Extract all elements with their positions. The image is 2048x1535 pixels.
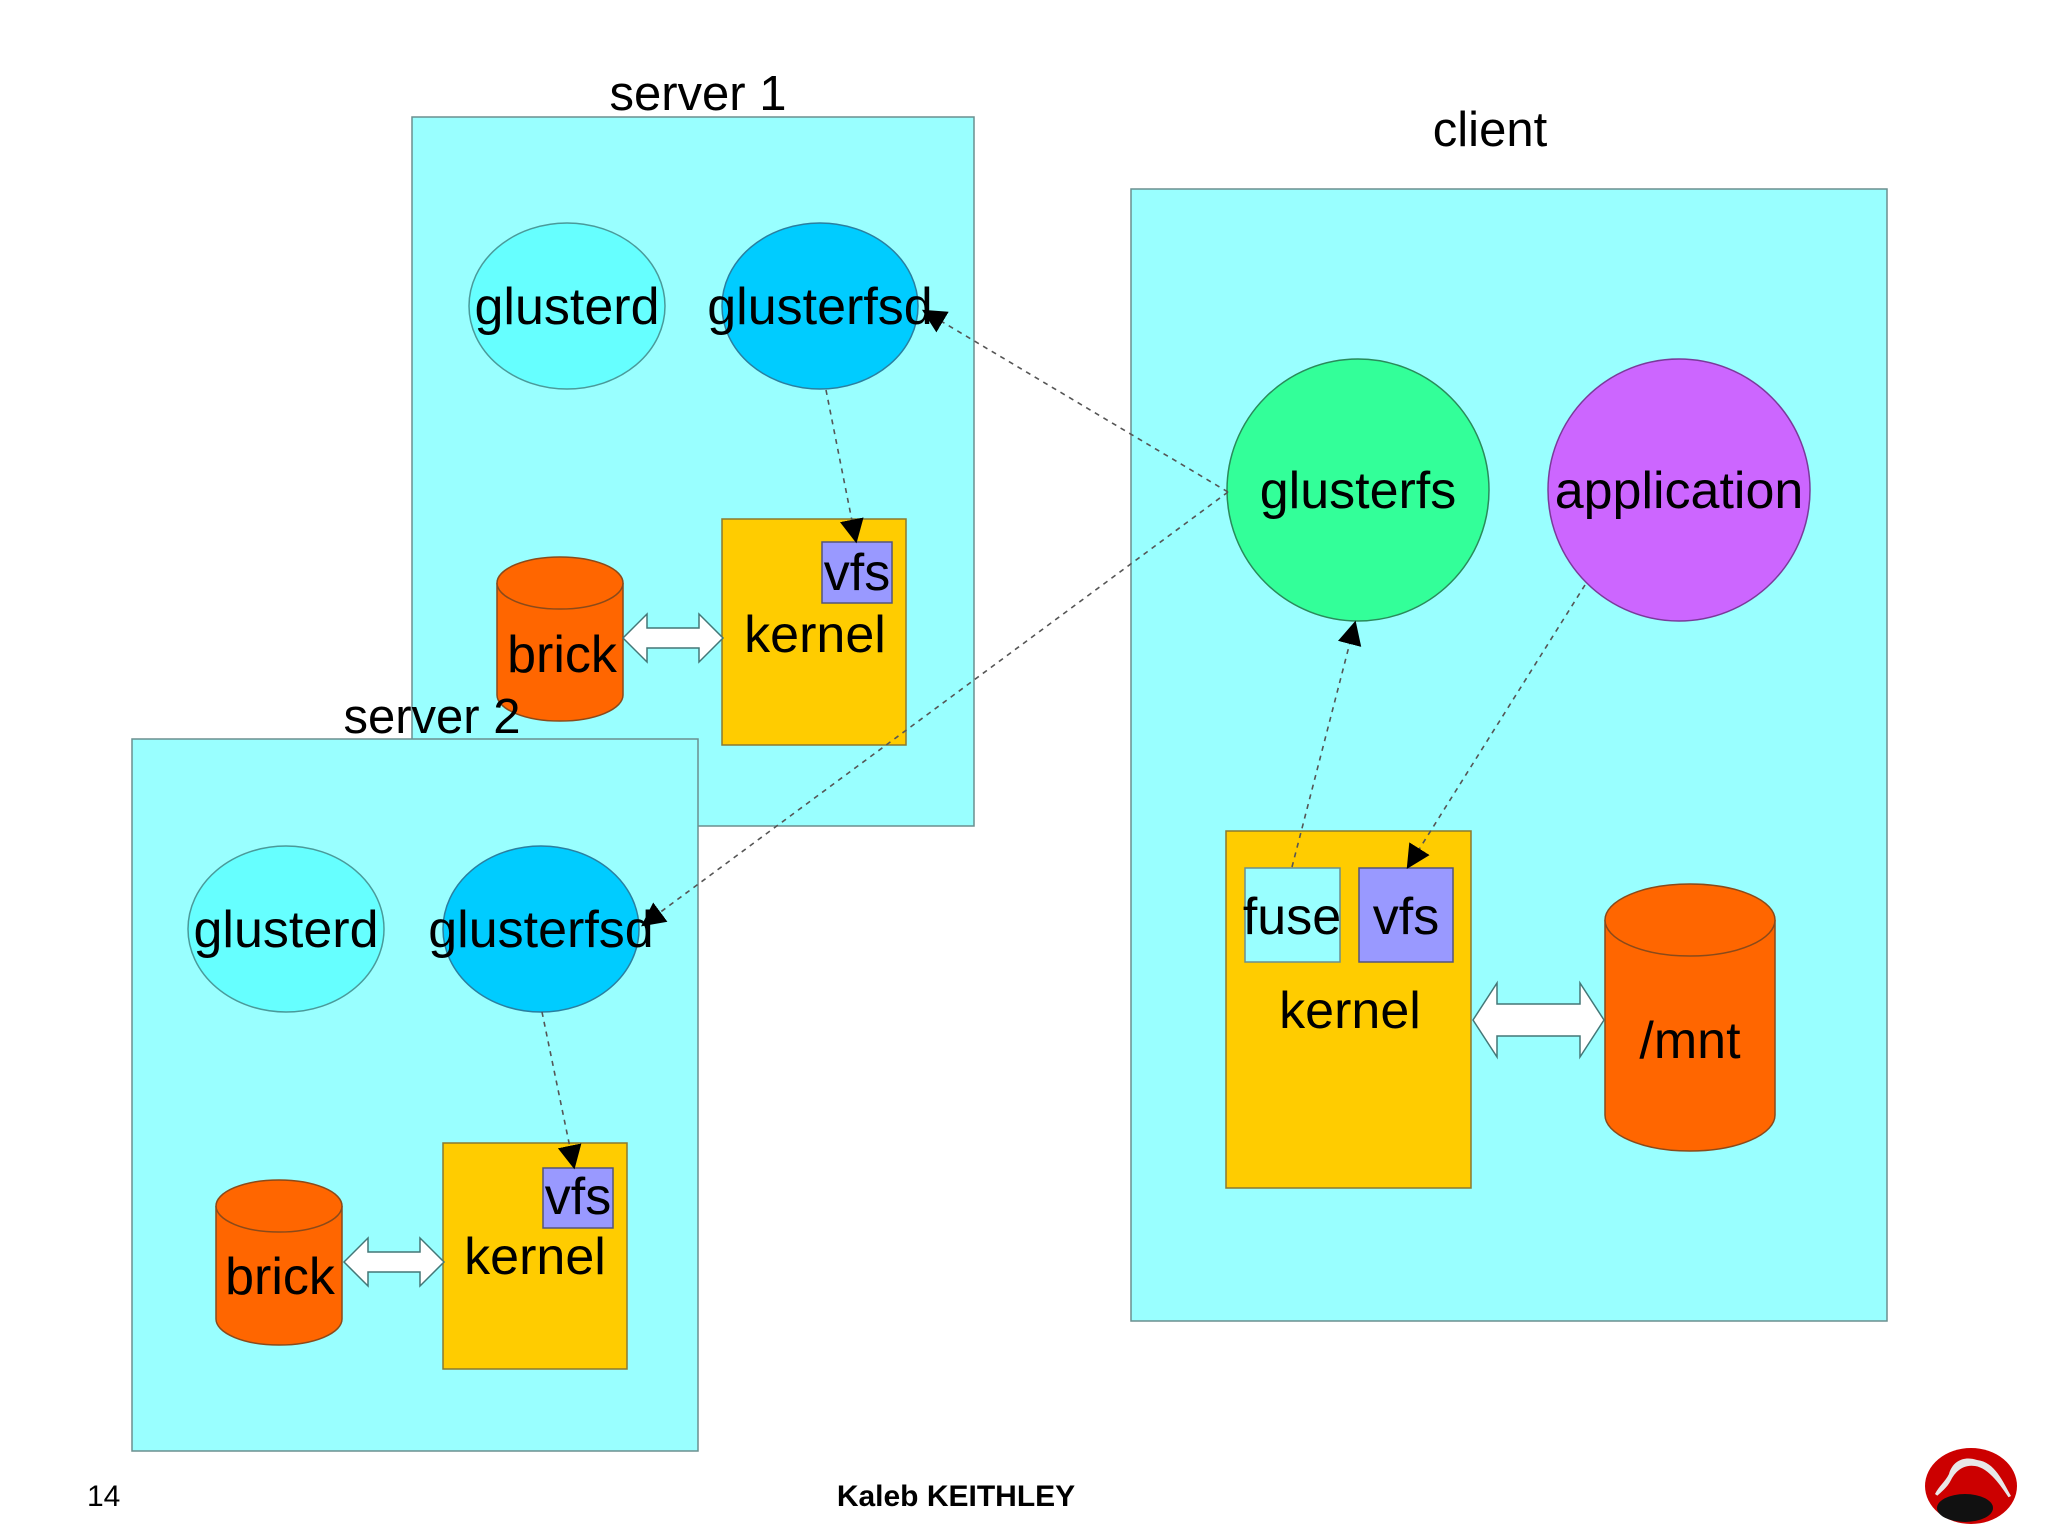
server-1-glusterfsd-node xyxy=(721,222,919,390)
client-mnt-cylinder xyxy=(1604,883,1776,1152)
glusterfs-to-server-2-glusterfsd-arrow xyxy=(641,491,1229,927)
server-2-title: server 2 xyxy=(343,690,520,744)
server-2: server 2 glusterd glusterfsd kernel vfs … xyxy=(131,690,699,1452)
server-2-glusterfsd-to-vfs-arrow xyxy=(541,1011,582,1170)
server-1-brick-label: brick xyxy=(507,626,618,684)
server-1-brick-kernel-double-arrow xyxy=(621,612,725,664)
client-vfs-box xyxy=(1358,867,1454,963)
server-2-vfs-label: vfs xyxy=(545,1168,611,1226)
red-hat-logo-icon xyxy=(1925,1448,2017,1524)
client-kernel-mnt-double-arrow xyxy=(1472,980,1605,1060)
server-1: server 1 glusterd glusterfsd kernel vfs … xyxy=(411,67,975,827)
server-2-glusterfsd-node xyxy=(442,845,640,1013)
server-2-vfs-box xyxy=(542,1167,614,1229)
server-2-kernel-label: kernel xyxy=(464,1228,606,1286)
client-mnt-label: /mnt xyxy=(1639,1012,1741,1070)
client-vfs-label: vfs xyxy=(1373,888,1439,946)
client-application-label: application xyxy=(1555,462,1804,520)
server-2-brick-cylinder xyxy=(215,1179,343,1346)
server-1-title: server 1 xyxy=(609,67,786,121)
server-2-brick-label: brick xyxy=(225,1248,336,1306)
client-glusterfs-label: glusterfs xyxy=(1260,462,1457,520)
server-2-glusterfsd-label: glusterfsd xyxy=(428,901,653,959)
client-kernel-label: kernel xyxy=(1279,982,1421,1040)
server-1-glusterd-label: glusterd xyxy=(475,278,660,336)
server-1-vfs-label: vfs xyxy=(824,544,890,602)
client: client glusterfs application kernel fuse… xyxy=(1130,103,1888,1322)
glusterfs-to-server-1-glusterfsd-arrow xyxy=(921,309,1229,493)
server-1-glusterd-node xyxy=(468,222,666,390)
server-2-brick-kernel-double-arrow xyxy=(342,1236,446,1288)
footer-author: Kaleb KEITHLEY xyxy=(837,1480,1075,1513)
client-fuse-label: fuse xyxy=(1243,888,1341,946)
connectors xyxy=(541,309,1586,1170)
server-1-brick-cylinder xyxy=(496,556,624,722)
client-title: client xyxy=(1433,103,1548,157)
server-2-glusterd-node xyxy=(187,845,385,1013)
server-2-glusterd-label: glusterd xyxy=(194,901,379,959)
server-1-glusterfsd-label: glusterfsd xyxy=(707,278,932,336)
page-number: 14 xyxy=(87,1480,120,1513)
server-1-kernel-label: kernel xyxy=(744,606,886,664)
client-application-node xyxy=(1547,358,1811,622)
client-fuse-box xyxy=(1244,867,1341,963)
fuse-to-glusterfs-arrow xyxy=(1291,620,1362,868)
